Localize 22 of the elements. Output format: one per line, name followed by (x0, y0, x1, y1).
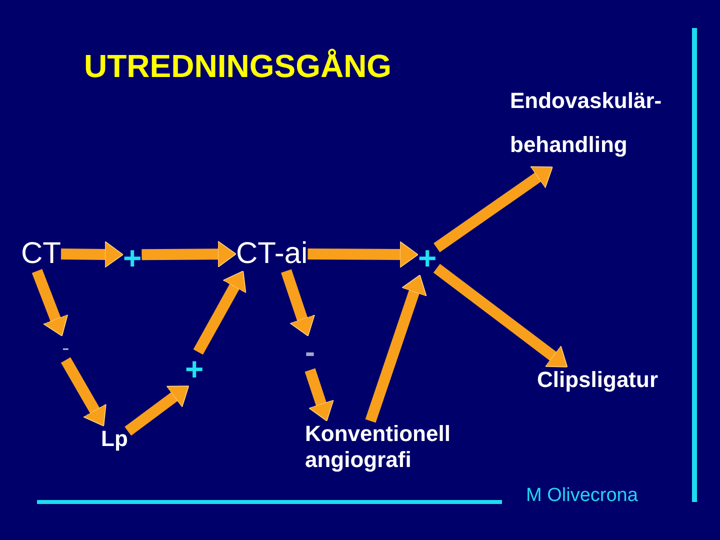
step-text: Konventionell angiografi (305, 421, 450, 473)
plus-sign: + (418, 241, 437, 275)
block-arrow (32, 269, 68, 338)
step-text: CT (21, 237, 61, 271)
minus-sign: - (305, 336, 315, 370)
step-text: Lp (101, 426, 128, 452)
plus-sign: + (185, 352, 204, 386)
block-arrow (142, 240, 236, 268)
block-arrow (304, 368, 334, 423)
plus-sign: + (123, 241, 142, 275)
minus-sign: - (62, 336, 70, 360)
block-arrow (60, 357, 108, 429)
block-arrow (280, 269, 315, 338)
step-text: Clipsligatur (537, 367, 658, 393)
slide-title: UTREDNINGSGÅNG (84, 48, 392, 84)
step-text: CT-ai (236, 237, 308, 271)
block-arrow (365, 273, 427, 423)
step-text: Endovaskulär- behandling (510, 79, 662, 167)
block-arrow (193, 268, 248, 355)
block-arrow (60, 241, 124, 268)
author-credit: M Olivecrona (526, 485, 638, 507)
block-arrow (308, 241, 418, 268)
